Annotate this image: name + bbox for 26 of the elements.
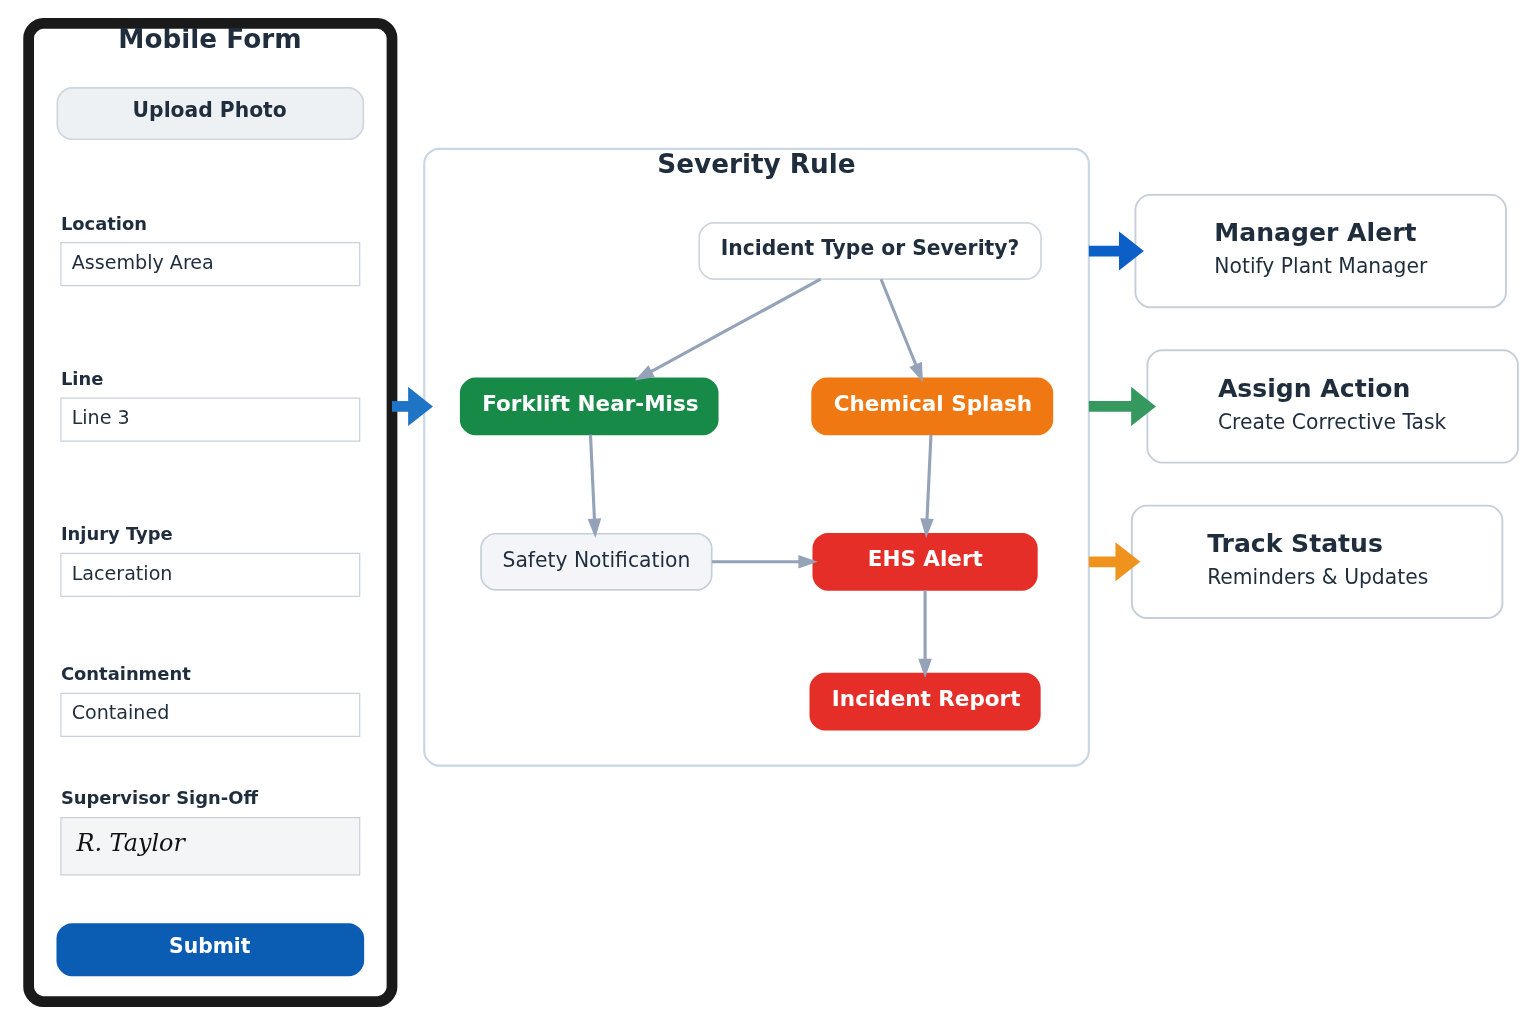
node-box: Chemical Splash — [810, 377, 1053, 435]
arrow — [917, 589, 932, 678]
node-label: Line — [60, 367, 103, 389]
node-label: Supervisor Sign-Off — [60, 786, 258, 808]
arrow — [919, 434, 934, 538]
node-box: Upload Photo — [56, 86, 364, 140]
arrow — [1088, 386, 1156, 426]
arrow — [879, 278, 923, 382]
node-label: Location — [60, 212, 147, 234]
node-box: EHS Alert — [812, 532, 1038, 591]
node-box: Track Status Reminders & Updates — [1130, 504, 1503, 619]
arrow — [587, 434, 601, 538]
arrow — [1088, 541, 1140, 581]
arrow — [711, 554, 818, 569]
node-box: Submit — [56, 922, 364, 976]
node-box: Forklift Near-Miss — [459, 377, 719, 435]
node-box: Incident Type or Severity? — [697, 221, 1042, 280]
node-box: Assign Action Create Corrective Task — [1145, 348, 1519, 464]
node-box: Safety Notification — [479, 532, 713, 591]
arrow — [1088, 230, 1144, 271]
node-box: Manager Alert Notify Plant Manager — [1134, 193, 1507, 308]
node-label: Injury Type — [60, 522, 173, 544]
arrow — [634, 277, 821, 380]
arrow — [391, 386, 433, 426]
node-box: Incident Report — [809, 672, 1041, 731]
node-label: Containment — [60, 662, 191, 684]
